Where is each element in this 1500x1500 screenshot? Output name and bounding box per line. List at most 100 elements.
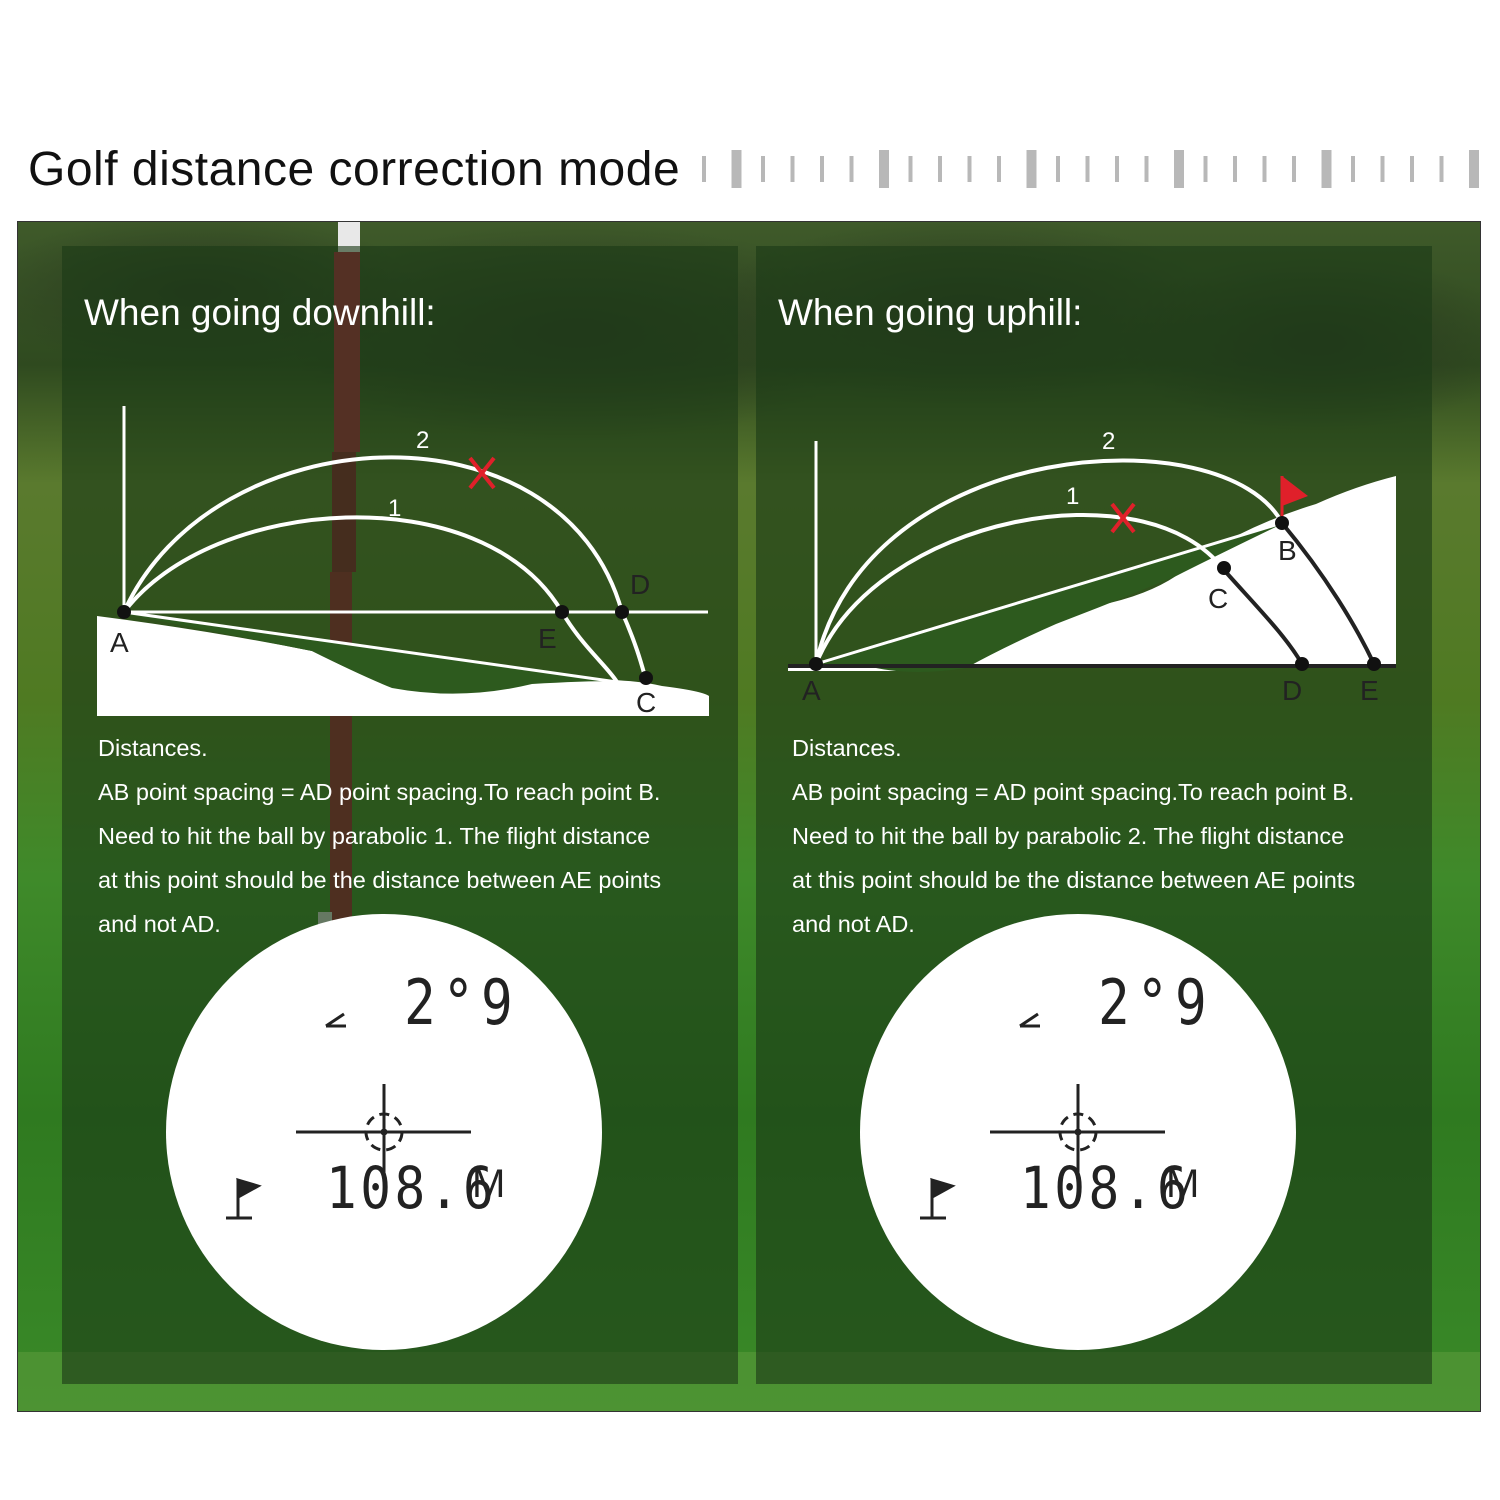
- ruler-tick: [1203, 156, 1208, 182]
- ruler-tick: [938, 156, 942, 182]
- miss-marker-icon: [468, 456, 496, 490]
- trajectory-1-continue: [560, 610, 619, 684]
- downhill-line-ac: [123, 610, 618, 684]
- ruler-tick: [1026, 150, 1037, 188]
- ruler-tick: [702, 156, 706, 182]
- trajectory-label-1: 1: [388, 495, 401, 522]
- description-line: at this point should be the distance bet…: [98, 867, 662, 893]
- angle-readout: 2°9: [404, 966, 520, 1039]
- ruler-tick: [1469, 150, 1479, 188]
- label-a: A: [802, 675, 821, 706]
- trajectory-2: [814, 458, 1284, 665]
- crosshair-icon: [296, 1084, 471, 1178]
- angle-icon: [1019, 1012, 1040, 1028]
- trajectory-1-continue: [1222, 568, 1304, 665]
- point-a: [117, 605, 131, 619]
- target-flag-icon: [1280, 476, 1308, 521]
- ruler-tick: [1410, 156, 1414, 182]
- description-line: Need to hit the ball by parabolic 1. The…: [98, 823, 651, 849]
- uphill-panel: When going uphill:: [756, 246, 1432, 1384]
- distance-readout: 108.6: [1020, 1154, 1192, 1222]
- ruler-tick: [1321, 150, 1332, 188]
- ruler-tick: [1380, 156, 1385, 182]
- description-line: Need to hit the ball by parabolic 2. The…: [792, 823, 1345, 849]
- description-line: Distances.: [792, 735, 902, 761]
- golf-course-photo: When going downhill:: [17, 221, 1481, 1412]
- ruler-tick: [1351, 156, 1355, 182]
- distance-readout: 108.6: [326, 1154, 498, 1222]
- description-line: AB point spacing = AD point spacing.To r…: [792, 779, 1355, 805]
- point-c: [639, 671, 653, 685]
- trajectory-1: [814, 513, 1226, 665]
- description-line: AB point spacing = AD point spacing.To r…: [98, 779, 661, 805]
- miss-marker-icon: [1110, 502, 1136, 534]
- trajectory-label-2: 2: [1102, 428, 1115, 455]
- ruler-tick: [908, 156, 913, 182]
- flag-icon: [226, 1177, 262, 1220]
- ruler-tick: [1144, 156, 1149, 182]
- uphill-diagram: 2 1 A B C D E: [788, 428, 1396, 716]
- downhill-panel: When going downhill:: [62, 246, 738, 1384]
- ruler-tick: [761, 156, 765, 182]
- label-c: C: [1208, 583, 1228, 614]
- trajectory-2: [122, 455, 624, 613]
- description-line: and not AD.: [792, 911, 915, 937]
- description-line: Distances.: [98, 735, 208, 761]
- label-a: A: [110, 627, 129, 658]
- trajectory-1: [122, 515, 564, 614]
- flag-icon: [920, 1177, 956, 1220]
- ruler-tick: [1292, 156, 1296, 182]
- ruler-tick: [790, 156, 795, 182]
- uphill-line-ab: [815, 521, 1283, 666]
- point-e: [555, 605, 569, 619]
- point-b: [1275, 516, 1289, 530]
- rangefinder-display: 2°9 108.6 M: [860, 914, 1296, 1350]
- label-b: B: [1278, 535, 1297, 566]
- point-d: [615, 605, 629, 619]
- angle-icon: [325, 1012, 346, 1028]
- page-title: Golf distance correction mode: [28, 143, 681, 196]
- label-e: E: [1360, 675, 1379, 706]
- description-line: at this point should be the distance bet…: [792, 867, 1356, 893]
- ruler-tick: [967, 156, 972, 182]
- point-d: [1295, 657, 1309, 671]
- distance-unit: M: [472, 1162, 506, 1206]
- point-e: [1367, 657, 1381, 671]
- downhill-slope-shadow: [124, 614, 617, 694]
- label-c: C: [636, 687, 656, 718]
- distance-unit: M: [1166, 1162, 1200, 1206]
- label-d: D: [1282, 675, 1302, 706]
- crosshair-icon: [990, 1084, 1165, 1178]
- trajectory-2-continue: [1280, 521, 1376, 665]
- ruler-tick: [1056, 156, 1060, 182]
- point-a: [809, 657, 823, 671]
- trajectory-2-continue: [620, 611, 648, 681]
- downhill-heading: When going downhill:: [84, 292, 436, 333]
- ruler-tick: [997, 156, 1001, 182]
- ruler-tick: [879, 150, 889, 188]
- ruler-tick: [1439, 156, 1444, 182]
- label-e: E: [538, 623, 557, 654]
- point-c: [1217, 561, 1231, 575]
- ruler-tick: [1262, 156, 1267, 182]
- uphill-description: Distances. AB point spacing = AD point s…: [792, 726, 1422, 946]
- ruler-decoration: [702, 150, 1479, 188]
- description-line: and not AD.: [98, 911, 221, 937]
- ruler-tick: [849, 156, 854, 182]
- uphill-heading: When going uphill:: [778, 292, 1083, 333]
- ruler-tick: [1233, 156, 1237, 182]
- ruler-tick: [820, 156, 824, 182]
- ruler-tick: [731, 150, 742, 188]
- ruler-tick: [1085, 156, 1090, 182]
- ruler-tick: [1115, 156, 1119, 182]
- rangefinder-display: 2°9 108.6 M: [166, 914, 602, 1350]
- angle-readout: 2°9: [1098, 966, 1214, 1039]
- downhill-diagram: 2 1 A E D C: [97, 406, 709, 718]
- trajectory-label-2: 2: [416, 427, 429, 454]
- trajectory-label-1: 1: [1066, 483, 1079, 510]
- downhill-ground: [97, 616, 709, 716]
- downhill-description: Distances. AB point spacing = AD point s…: [98, 726, 728, 946]
- label-d: D: [630, 569, 650, 600]
- uphill-slope-shadow: [816, 523, 1284, 672]
- ruler-tick: [1174, 150, 1184, 188]
